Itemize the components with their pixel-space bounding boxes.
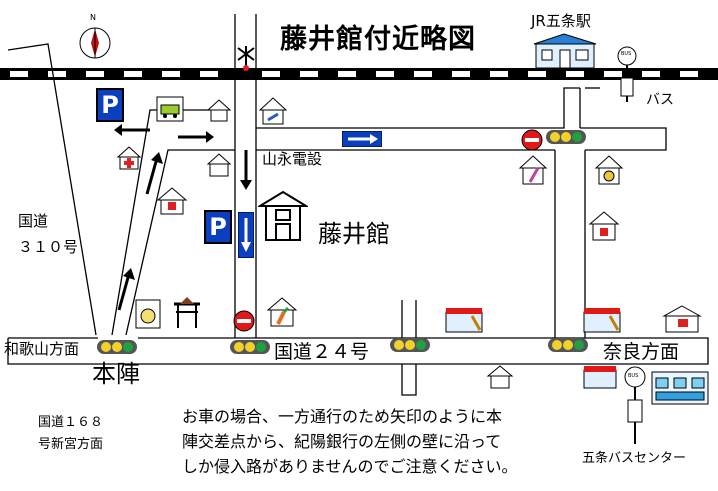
access-notice: お車の場合、一方通行のため矢印のように本 陣交差点から、紀陽銀行の左側の壁に沿っ… <box>182 404 518 479</box>
one-way-arrow-icon <box>240 150 252 190</box>
jr-station-label: JR五条駅 <box>531 12 591 30</box>
train-station-icon <box>533 33 597 69</box>
convenience-store-icon <box>583 366 617 389</box>
honjin-label: 本陣 <box>92 360 140 388</box>
bus-label: バス <box>646 92 674 108</box>
one-way-arrow-icon <box>117 268 135 311</box>
convenience-store-icon <box>445 308 483 333</box>
traffic-signal-icon <box>97 340 137 354</box>
one-way-sign <box>342 131 382 147</box>
house-icon <box>206 99 232 122</box>
bus-stop-icon <box>617 46 637 102</box>
bus-stop-icon <box>624 366 646 444</box>
fujiikan-building-icon <box>258 190 308 241</box>
railway-crossing-icon <box>237 46 255 78</box>
post-office-icon <box>156 187 188 215</box>
post-office-icon <box>662 305 702 333</box>
vegetable-shop-icon <box>266 297 298 327</box>
parking-sign: P <box>96 88 124 122</box>
parking-sign: P <box>204 210 232 244</box>
notice-line: お車の場合、一方通行のため矢印のように本 <box>182 407 503 426</box>
hospital-icon <box>116 146 142 170</box>
route24-label: 国道２４号 <box>274 341 370 363</box>
bus-center-label: 五条バスセンター <box>582 451 687 466</box>
house-icon <box>486 365 514 389</box>
one-way-sign <box>238 212 254 258</box>
one-way-arrow-icon <box>114 124 150 136</box>
house-icon <box>206 153 232 177</box>
bus-stop-sign: BUS <box>621 51 632 57</box>
barber-icon <box>518 155 548 185</box>
bus-center-building-icon <box>651 371 709 405</box>
wakayama-label: 和歌山方面 <box>4 340 80 358</box>
shrine-icon <box>174 297 200 328</box>
fujiikan-label: 藤井館 <box>318 220 390 248</box>
compass-icon <box>79 27 111 59</box>
notice-line: 陣交差点から、紀陽銀行の左側の壁に沿って <box>182 432 502 451</box>
railway-line <box>0 68 718 80</box>
no-entry-sign <box>233 310 255 332</box>
taxi-icon <box>156 96 184 122</box>
one-way-arrow-icon <box>178 131 214 143</box>
post-office-icon <box>588 211 620 241</box>
convenience-store-icon <box>583 308 621 333</box>
bank-icon <box>594 155 624 185</box>
route310-label: 国道 ３１０号 <box>18 212 79 256</box>
traffic-signal-icon <box>548 338 588 352</box>
traffic-signal-icon <box>230 340 270 354</box>
traffic-signal-icon <box>390 338 430 352</box>
post-office-icon <box>258 97 288 125</box>
route168-label: 国道１６８ 号新宮方面 <box>38 415 104 452</box>
compass-north-label: N <box>90 13 96 22</box>
traffic-signal-icon <box>546 130 586 144</box>
map-title: 藤井館付近略図 <box>280 24 476 55</box>
nara-label: 奈良方面 <box>603 341 680 363</box>
bus-stop-sign: BUS <box>628 373 639 379</box>
one-way-arrow-icon <box>145 152 163 195</box>
yamanaga-label: 山永電設 <box>262 150 323 168</box>
notice-line: しか侵入路がありませんのでご注意ください。 <box>182 457 518 476</box>
bank-icon <box>135 299 161 329</box>
no-entry-sign <box>521 129 543 151</box>
